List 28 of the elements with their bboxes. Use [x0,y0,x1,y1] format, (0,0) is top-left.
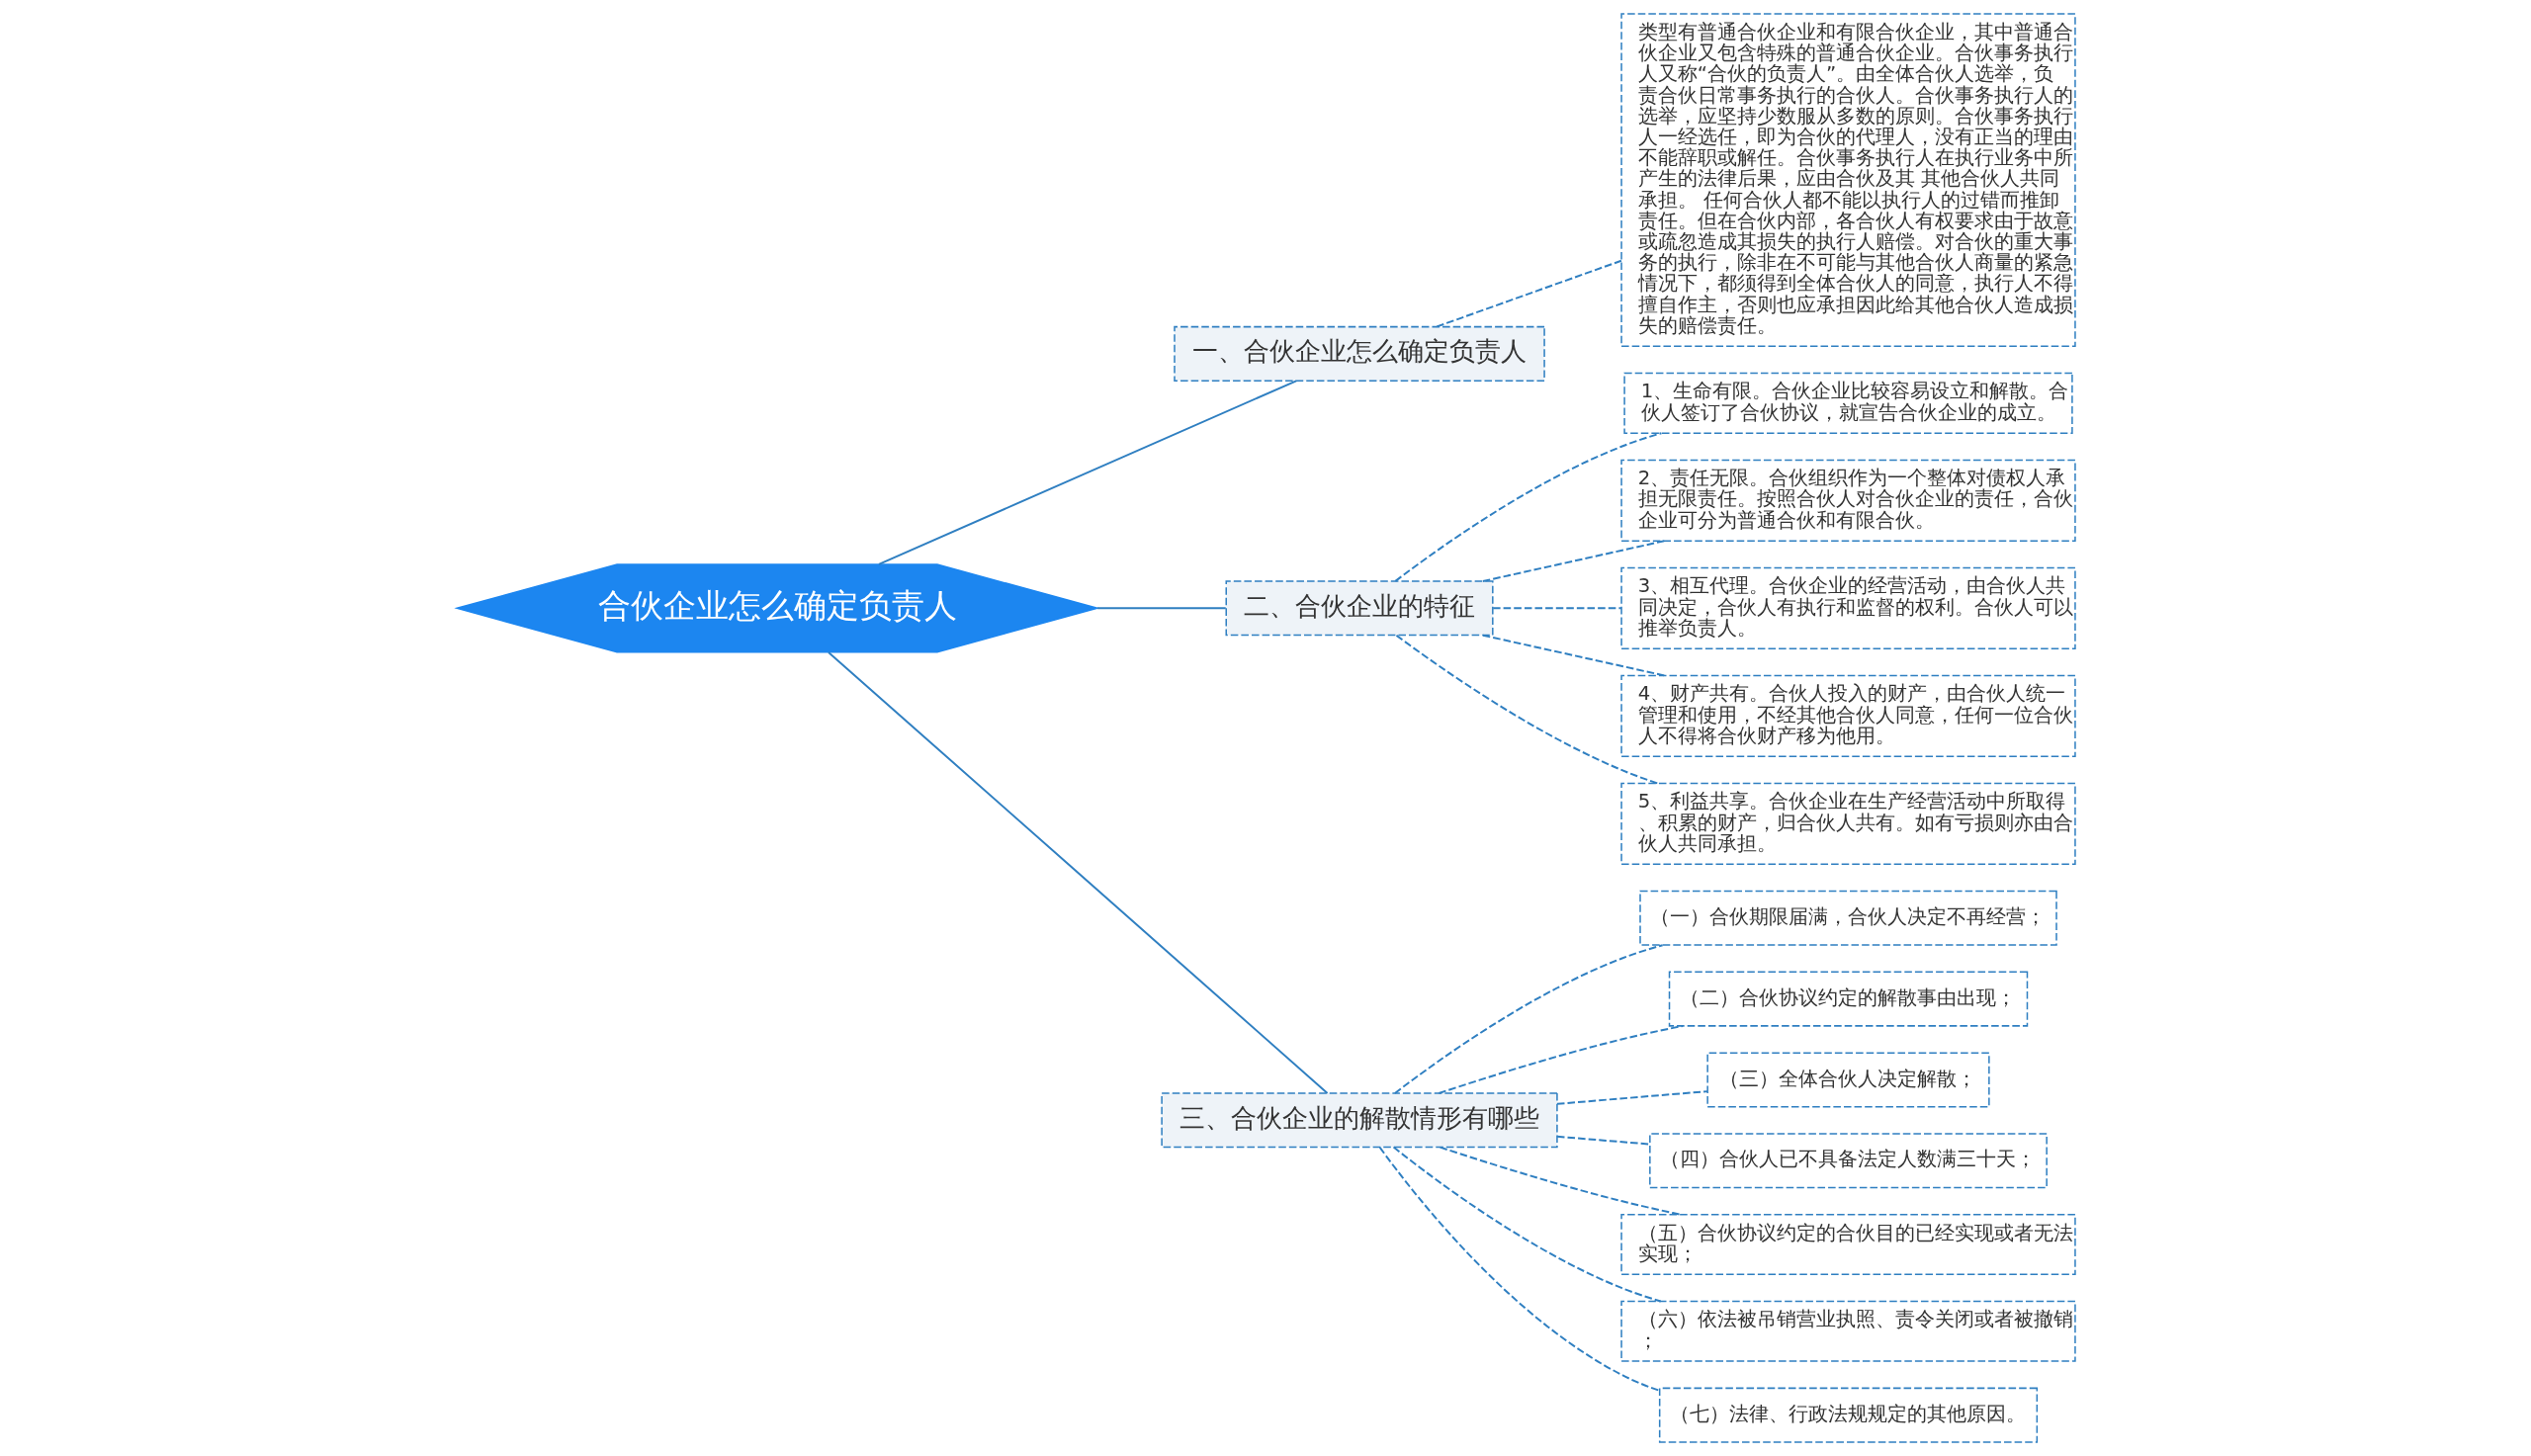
connector [1392,1146,1662,1303]
connector [1378,1146,1660,1392]
connector [1393,944,1664,1094]
connector [1435,259,1622,328]
connector [1491,607,1622,610]
node-box: （六）依法被吊销营业执照、责令关闭或者被撤销； [1619,1300,2076,1362]
node-box: 4、财产共有。合伙人投入的财产，由合伙人统一管理和使用，不经其他合伙人同意，任何一位合伙人不得将合伙财产移为他用。 [1619,674,2076,758]
node-box: （三）全体合伙人决定解散； [1705,1052,1990,1108]
connector [1555,1135,1651,1146]
node-box: 一、合伙企业怎么确定负责人 [1173,325,1545,382]
node-box: 三、合伙企业的解散情形有哪些 [1160,1092,1558,1149]
node-box: （四）合伙人已不具备法定人数满三十天； [1648,1133,2048,1189]
connector [1555,1090,1708,1105]
node-box: （五）合伙协议约定的合伙目的已经实现或者无法实现； [1619,1213,2076,1276]
node-box: 类型有普通合伙企业和有限合伙企业，其中普通合伙企业又包含特殊的普通合伙企业。合伙事务执行人又称“合伙的负责人”。由全体合伙人选举，负责合伙日常事务执行的合伙人。合伙事务执行人的选举，应坚持少数服从多数的原则。合伙事务执行人一经选任，即为合伙的代理人，没有正当的理由不能辞职或解任。合伙事务执行人在执行业务中所产生的法律后果，应由合伙及其 其他合伙人共同承担。 任何合伙人都不能以执行人的过错而推卸责任。但在合伙内部，各合伙人有权要求由于故意或疏忽造成其损失的执行人赔偿。对合伙的重大事务的执行，除非在不可能与其他合伙人商量的紧急情况下，都须得到全体合伙人的同意，执行人不得擅自作主，否则也应承担因此给其他合伙人造成损失的赔偿责任。 [1619,13,2076,348]
connector [1395,634,1658,785]
connector [827,650,1329,1094]
node-box: （一）合伙期限届满，合伙人决定不再经营； [1638,890,2057,946]
node-box: 2、责任无限。合伙组织作为一个整体对债权人承担无限责任。按照合伙人对合伙企业的责任，合伙企业可分为普通合伙和有限合伙。 [1619,459,2076,542]
node-box: 1、生命有限。合伙企业比较容易设立和解散。合伙人签订了合伙协议，就宣告合伙企业的成立。 [1622,372,2073,434]
node-box: 二、合伙企业的特征 [1225,580,1494,637]
node-box: （七）法律、行政法规规定的其他原因。 [1658,1387,2038,1443]
node-box: 3、相互代理。合伙企业的经营活动，由合伙人共同决定，合伙人有执行和监督的权利。合伙人可以推举负责人。 [1619,566,2076,649]
node-box: 5、利益共享。合伙企业在生产经营活动中所取得、积累的财产，归合伙人共有。如有亏损则亦由合伙人共同承担。 [1619,782,2076,866]
node-box: （二）合伙协议约定的解散事由出现； [1668,971,2028,1027]
connector [1437,1024,1684,1094]
connector [877,380,1297,565]
connector [1095,607,1227,610]
